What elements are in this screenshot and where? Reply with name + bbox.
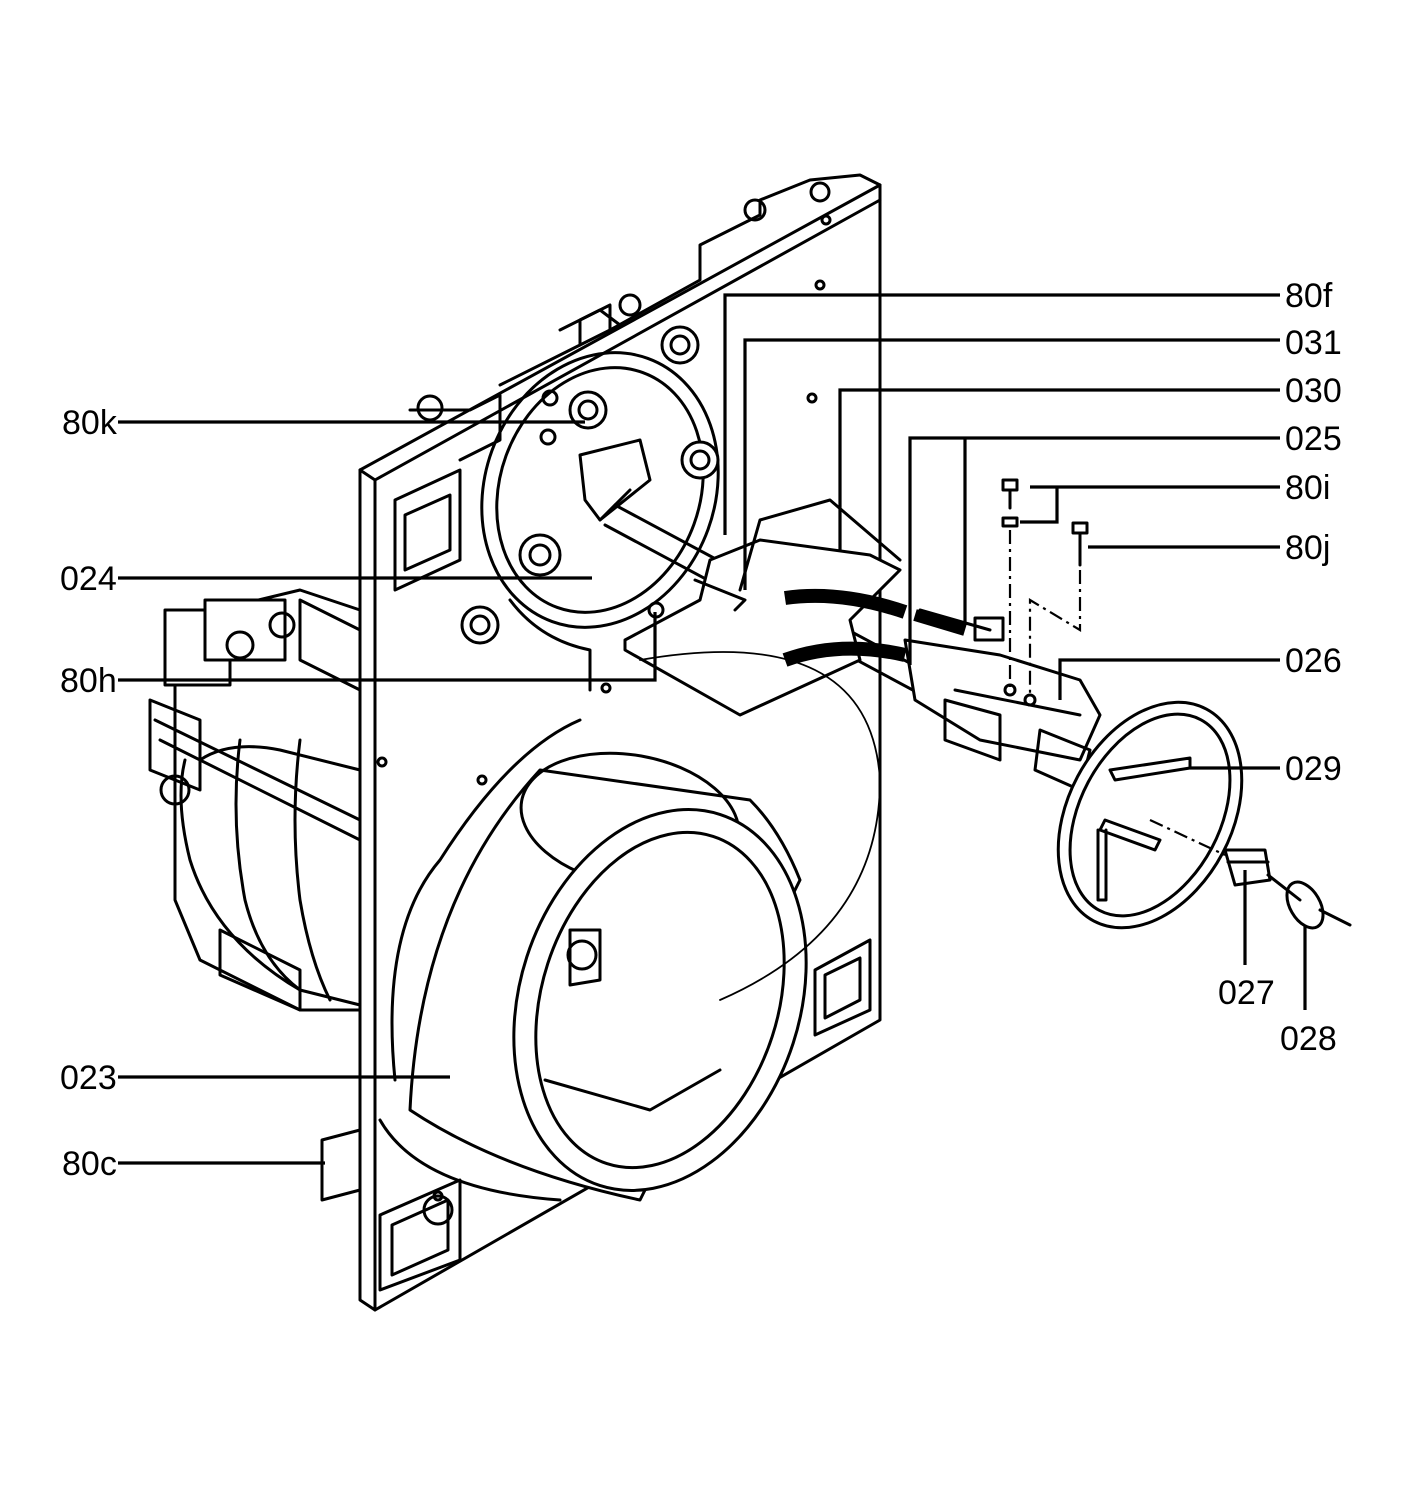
label-027: 027 — [1218, 974, 1275, 1012]
mounting-flange — [460, 325, 720, 692]
leader-lines — [118, 293, 1307, 1165]
nozzle-and-ring — [1149, 819, 1352, 930]
nozzle-housing — [378, 718, 808, 1202]
label-023: 023 — [60, 1059, 117, 1097]
label-031: 031 — [1285, 324, 1342, 362]
label-80j: 80j — [1285, 529, 1330, 567]
label-024: 024 — [60, 560, 117, 598]
flange-outline — [639, 651, 881, 1001]
label-030: 030 — [1285, 372, 1342, 410]
label-80h: 80h — [60, 662, 117, 700]
label-028: 028 — [1280, 1020, 1337, 1058]
motor-assembly — [148, 588, 362, 1012]
part-labels: 80f 031 030 025 80i 80j 026 029 027 028 … — [60, 277, 1342, 1183]
cable-strips — [782, 588, 967, 667]
label-029: 029 — [1285, 750, 1342, 788]
label-80i: 80i — [1285, 469, 1330, 507]
label-025: 025 — [1285, 420, 1342, 458]
label-80k: 80k — [62, 404, 118, 442]
electrode-holder — [903, 608, 1102, 792]
label-80f: 80f — [1285, 277, 1333, 315]
label-80c: 80c — [62, 1145, 117, 1183]
screws — [1001, 478, 1089, 707]
label-026: 026 — [1285, 642, 1342, 680]
